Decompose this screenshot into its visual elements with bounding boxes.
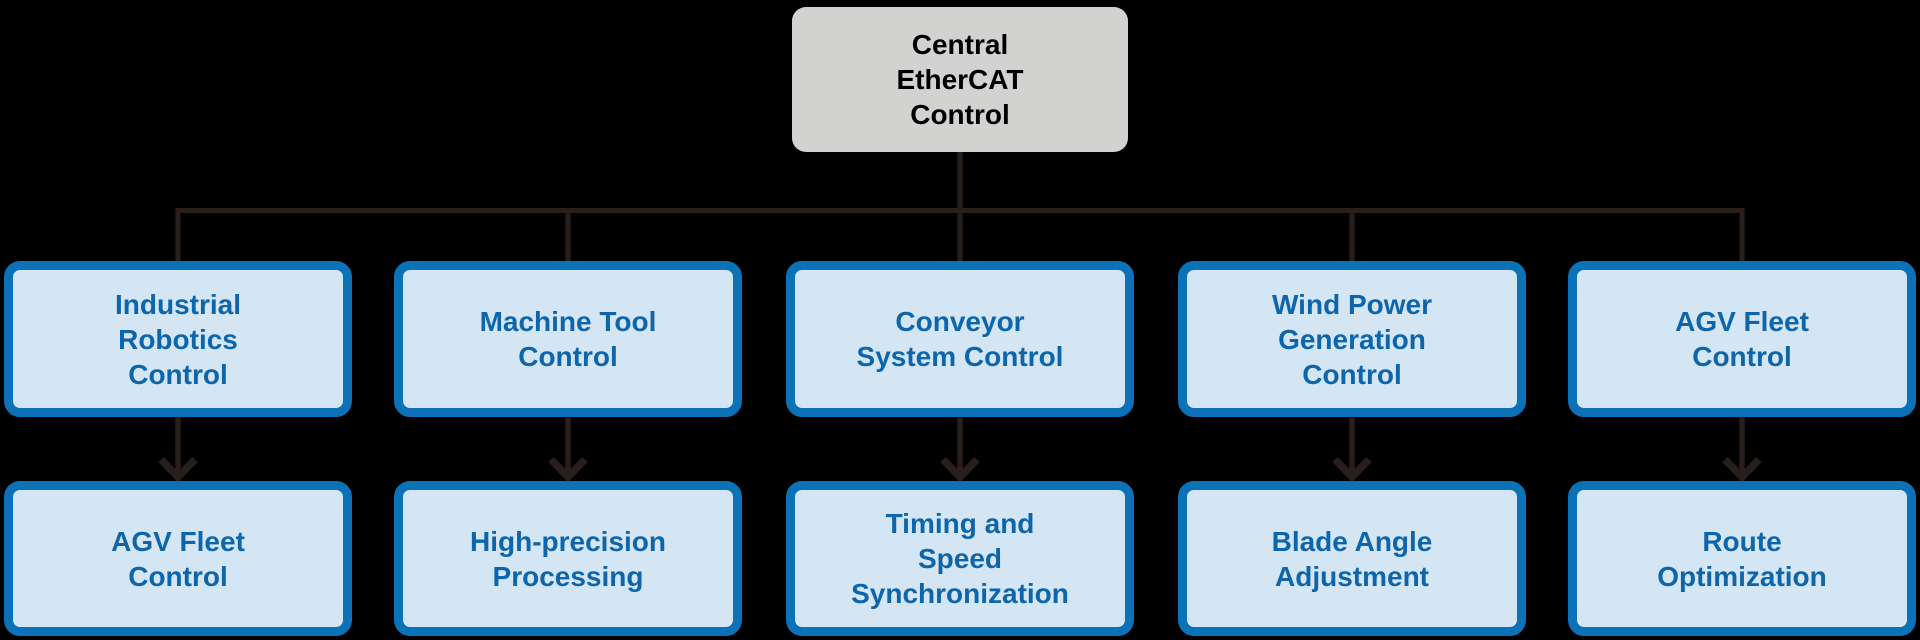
node-label: Wind Power Generation Control xyxy=(1272,288,1432,390)
node-agv-fleet-control: AGV Fleet Control xyxy=(1568,261,1916,417)
node-label: Blade Angle Adjustment xyxy=(1271,525,1433,592)
arrows xyxy=(158,417,1762,483)
node-label: High-precision Processing xyxy=(469,525,666,592)
arrow-col5 xyxy=(1722,417,1762,483)
arrow-col2 xyxy=(548,417,588,483)
node-label: Central EtherCAT Control xyxy=(896,29,1024,130)
node-machine-tool-control: Machine Tool Control xyxy=(394,261,742,417)
node-route-optimization: Route Optimization xyxy=(1568,481,1916,636)
node-label: AGV Fleet Control xyxy=(111,525,245,592)
node-wind-power-generation-control: Wind Power Generation Control xyxy=(1178,261,1526,417)
node-label: Industrial Robotics Control xyxy=(114,288,241,390)
node-label: AGV Fleet Control xyxy=(1675,306,1809,372)
node-label: Route Optimization xyxy=(1657,525,1827,592)
arrow-col4 xyxy=(1332,417,1372,483)
node-high-precision-processing: High-precision Processing xyxy=(394,481,742,636)
node-label: Conveyor System Control xyxy=(856,306,1064,372)
node-timing-speed-synchronization: Timing and Speed Synchronization xyxy=(786,481,1134,636)
node-industrial-robotics-control: Industrial Robotics Control xyxy=(4,261,352,417)
arrow-col3 xyxy=(940,417,980,483)
arrow-col1 xyxy=(158,417,198,483)
node-label: Timing and Speed Synchronization xyxy=(851,508,1069,609)
node-conveyor-system-control: Conveyor System Control xyxy=(786,261,1134,417)
node-agv-fleet-control-sub: AGV Fleet Control xyxy=(4,481,352,636)
node-blade-angle-adjustment: Blade Angle Adjustment xyxy=(1178,481,1526,636)
tree-connector xyxy=(175,151,1745,262)
node-central-ethercat-control: Central EtherCAT Control xyxy=(792,7,1128,152)
node-label: Machine Tool Control xyxy=(479,306,657,372)
